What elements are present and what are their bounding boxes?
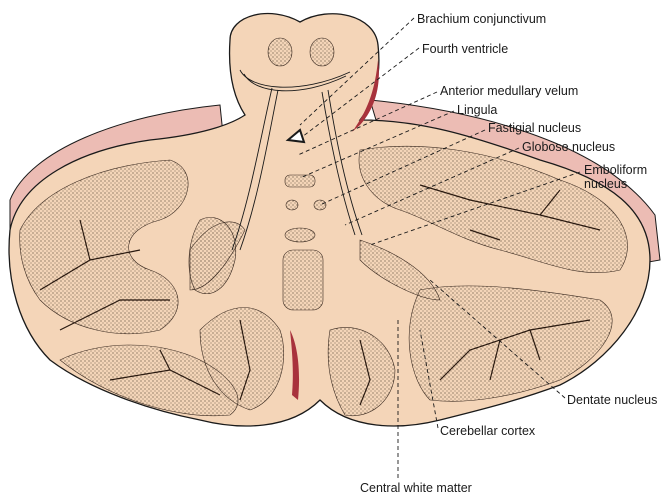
label-emboliform-nucleus-line2: nucleus [584,177,628,191]
cut-edge-left [290,330,300,400]
cut-edge-right [352,60,379,132]
leader-lines [297,17,581,478]
label-fourth-ventricle: Fourth ventricle [422,42,509,56]
label-emboliform-nucleus-line1: Emboliform [584,163,648,177]
label-globose-nucleus: Globose nucleus [522,140,616,154]
folia-branches [39,184,601,406]
label-dentate-nucleus: Dentate nucleus [567,393,658,407]
label-cerebellar-cortex: Cerebellar cortex [440,424,536,438]
label-anterior-medullary-velum: Anterior medullary velum [440,84,579,98]
label-lingula: Lingula [457,103,498,117]
label-central-white-matter: Central white matter [360,481,472,495]
deep-nuclei [189,37,441,311]
fourth-ventricle-shape [285,128,306,144]
label-brachium-conjunctivum: Brachium conjunctivum [417,12,547,26]
brachium-fibers [231,69,363,251]
label-fastigial-nucleus: Fastigial nucleus [488,121,582,135]
